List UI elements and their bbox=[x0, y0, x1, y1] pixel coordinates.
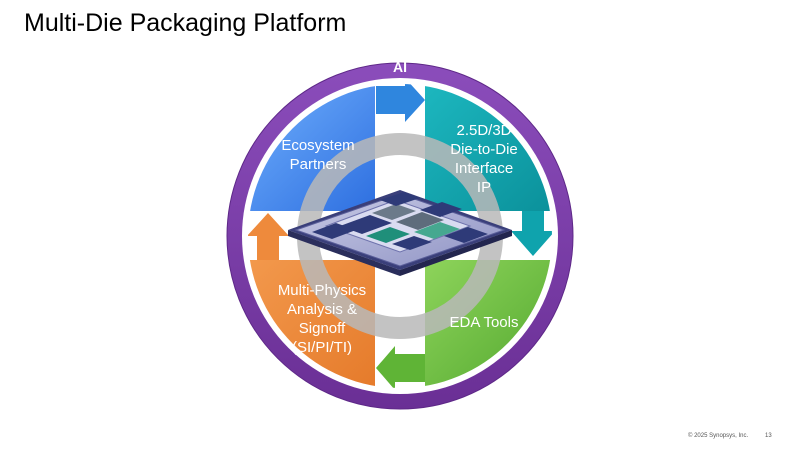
quadrant-label-line: Interface bbox=[455, 160, 513, 177]
arrow-up-icon bbox=[248, 213, 289, 260]
ring-label: AI bbox=[393, 59, 407, 75]
arrow-down-icon bbox=[511, 211, 552, 256]
arrow-left-icon bbox=[376, 346, 425, 388]
label-eda-tools: EDA Tools bbox=[450, 314, 519, 331]
quadrant-label-line: Ecosystem bbox=[281, 137, 354, 154]
slide-title: Multi-Die Packaging Platform bbox=[24, 9, 347, 37]
page-number: 13 bbox=[765, 433, 772, 439]
multi-die-package-chip bbox=[288, 190, 512, 276]
quadrant-label-line: Partners bbox=[290, 156, 347, 173]
quadrant-label-line: (SI/PI/TI) bbox=[292, 339, 352, 356]
quadrant-label-line: Multi-Physics bbox=[278, 282, 366, 299]
footer-copyright: © 2025 Synopsys, Inc. bbox=[688, 433, 749, 439]
arrow-right-icon bbox=[376, 84, 425, 122]
quadrant-label-line: 2.5D/3D bbox=[456, 122, 511, 139]
quadrant-label-line: Analysis & bbox=[287, 301, 357, 318]
quadrant-label-line: Die-to-Die bbox=[450, 141, 518, 158]
quadrant-label-line: Signoff bbox=[299, 320, 346, 337]
quadrant-label-line: EDA Tools bbox=[450, 314, 519, 331]
quadrant-label-line: IP bbox=[477, 179, 491, 196]
